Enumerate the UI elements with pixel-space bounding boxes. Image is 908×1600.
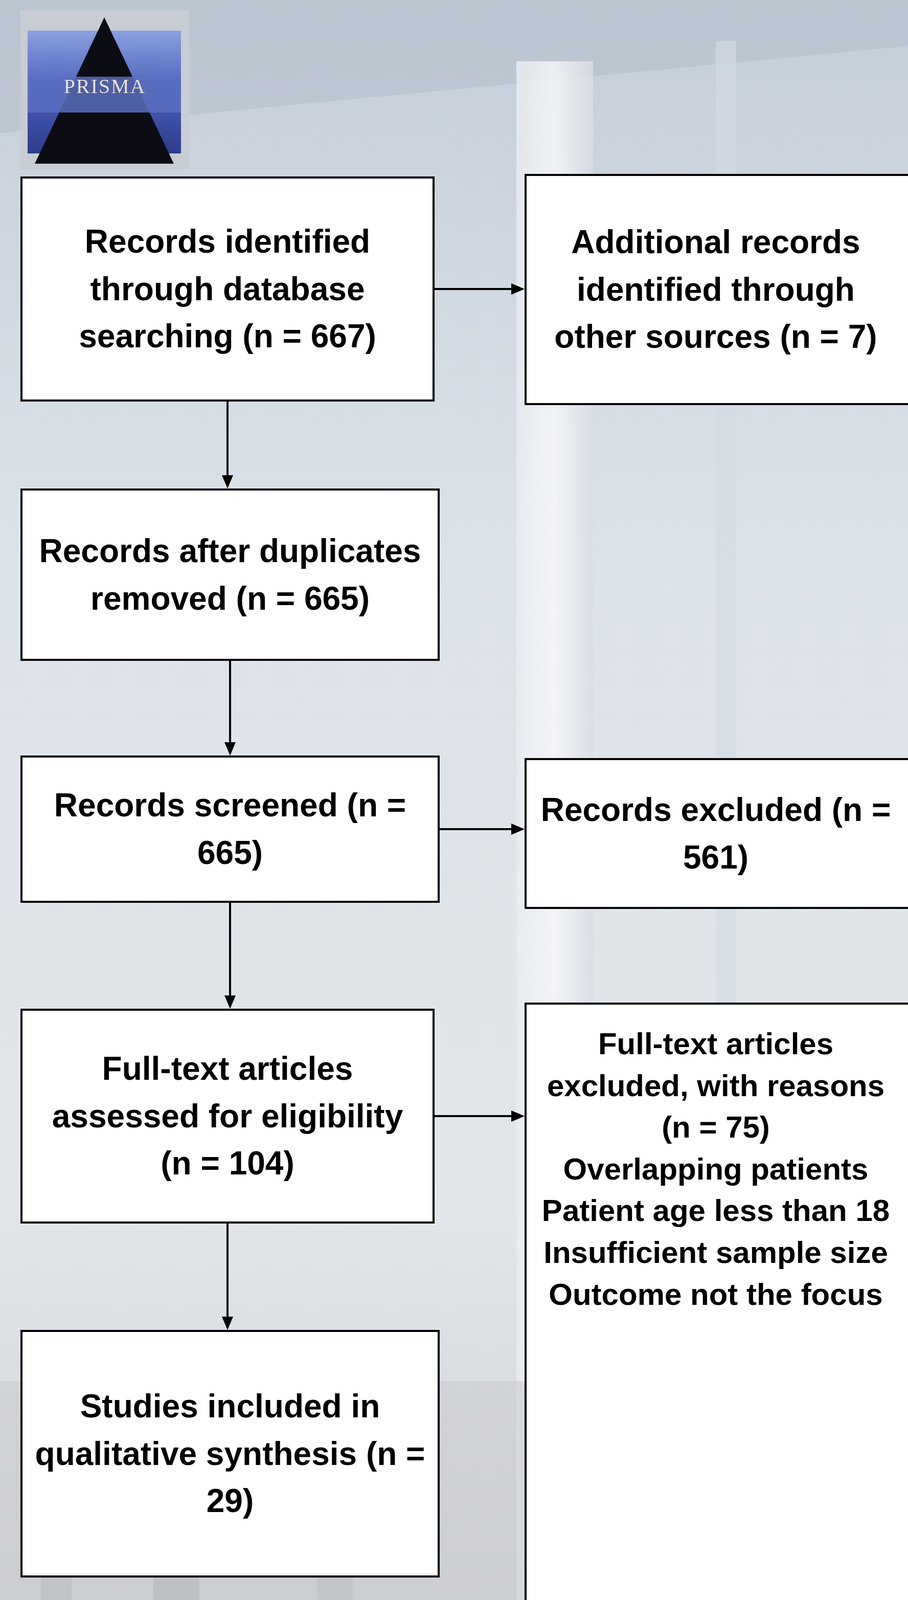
arrow-connector	[434, 1109, 525, 1122]
arrowhead	[511, 283, 525, 295]
process-box: Studies included in qualitative synthesi…	[20, 1329, 440, 1577]
box-text: Records after duplicates removed (n = 66…	[32, 527, 428, 623]
connector-line	[226, 401, 229, 479]
process-box: Records screened (n = 665)	[20, 755, 440, 903]
process-box: Records after duplicates removed (n = 66…	[20, 488, 440, 661]
process-box: Full-text articles assessed for eligibil…	[20, 1008, 435, 1223]
box-text: Full-text articles excluded, with reason…	[534, 1022, 897, 1148]
reason-item: Insufficient sample size	[534, 1231, 897, 1274]
arrow-connector	[224, 660, 236, 756]
reason-item: Outcome not the focus	[534, 1273, 897, 1315]
arrowhead	[511, 823, 525, 835]
arrowhead	[221, 1315, 234, 1330]
logo-label: PRISMA	[20, 74, 190, 99]
box-text: Studies included in qualitative synthesi…	[32, 1381, 428, 1525]
arrowhead	[221, 474, 234, 489]
connector-line	[439, 827, 515, 830]
connector-line	[226, 1222, 229, 1320]
arrowhead	[224, 741, 236, 756]
reason-item: Overlapping patients	[534, 1147, 897, 1190]
arrow-connector	[224, 902, 236, 1009]
connector-line	[434, 1114, 515, 1117]
process-box: Additional records identified through ot…	[524, 173, 908, 405]
connector-line	[229, 660, 232, 745]
process-box: Records identified through database sear…	[20, 176, 435, 402]
process-box: Full-text articles excluded, with reason…	[524, 1002, 908, 1600]
connector-line	[434, 287, 515, 290]
box-text: Additional records identified through ot…	[534, 218, 897, 361]
box-text: Full-text articles assessed for eligibil…	[32, 1044, 423, 1187]
arrowhead	[511, 1109, 525, 1122]
connector-line	[229, 902, 232, 998]
arrowhead	[224, 994, 236, 1009]
arrow-connector	[221, 401, 234, 489]
arrow-connector	[221, 1222, 234, 1330]
arrow-connector	[434, 283, 525, 295]
box-text: Records screened (n = 665)	[32, 781, 428, 877]
box-text: Records identified through database sear…	[32, 217, 423, 360]
arrow-connector	[439, 823, 525, 835]
process-box: Records excluded (n = 561)	[524, 757, 908, 909]
reason-item: Patient age less than 18	[534, 1189, 897, 1232]
box-text: Records excluded (n = 561)	[534, 785, 897, 881]
